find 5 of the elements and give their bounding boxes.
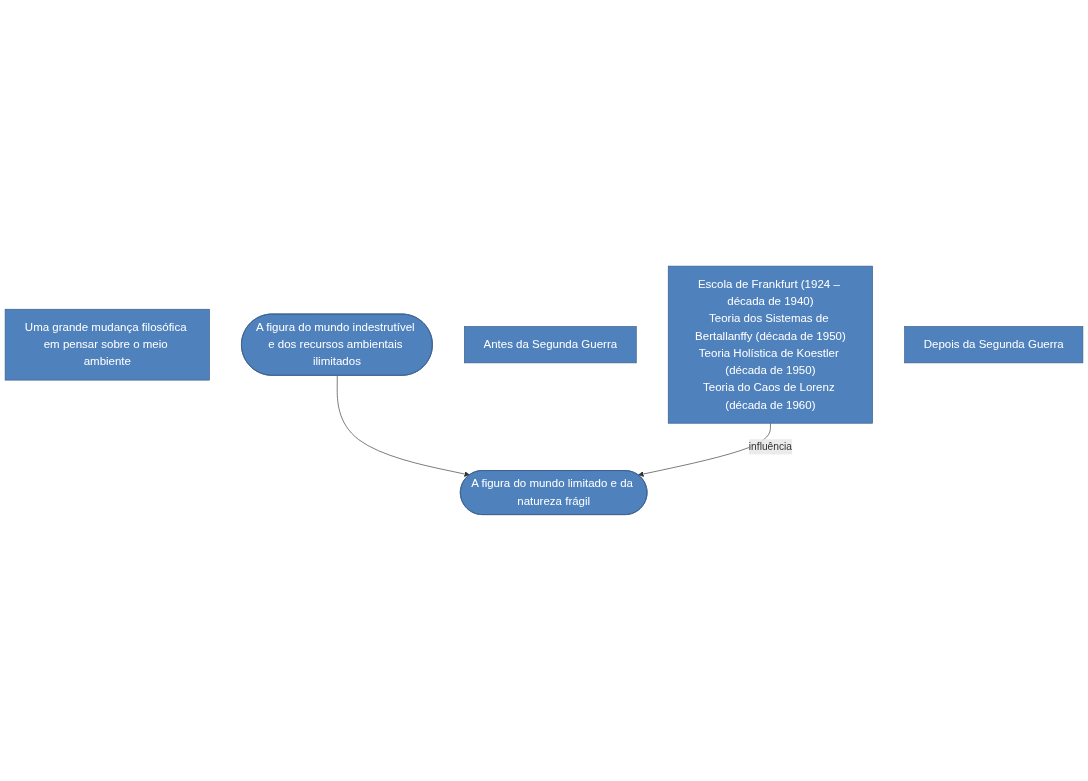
node-box: Uma grande mudança filosófica em pensar sobre o meio ambiente bbox=[4, 309, 210, 381]
node-box: Depois da Segunda Guerra bbox=[904, 326, 1084, 364]
edge-label: influência bbox=[748, 441, 793, 453]
node-box: Escola de Frankfurt (1924 – década de 1940) Teoria dos Sistemas de Bertallanffy (década de 1950) Teoria Holística de Koestler (década de 1950) Teoria do Caos de Lorenz (década de 1960) bbox=[667, 265, 873, 424]
node-box: Antes da Segunda Guerra bbox=[464, 326, 637, 364]
